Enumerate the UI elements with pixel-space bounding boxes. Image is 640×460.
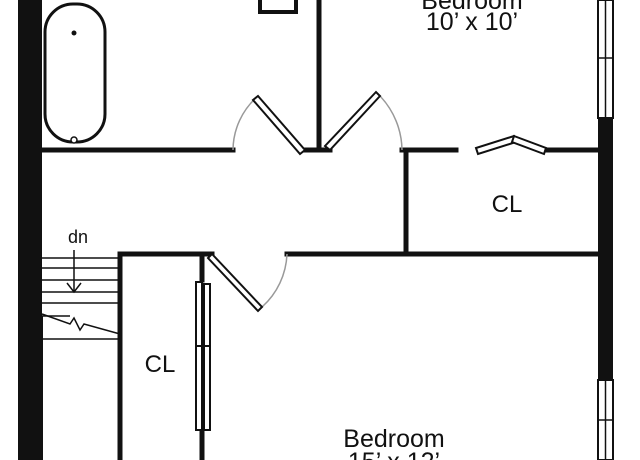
top-partition xyxy=(258,0,321,14)
bottom-bedroom-name: Bedroom xyxy=(343,425,444,453)
bottom-bedroom-dimensions: 15’ x 12’ xyxy=(348,448,440,460)
right-closet-label: CL xyxy=(492,191,523,218)
down-arrow-icon xyxy=(66,282,82,294)
stairs-direction-label: dn xyxy=(68,227,88,247)
bathtub xyxy=(43,2,107,144)
left-exterior-wall xyxy=(18,0,42,460)
left-closet-label: CL xyxy=(145,351,176,378)
drain-icon xyxy=(71,30,77,36)
interior-walls xyxy=(39,0,601,460)
stair-break-line xyxy=(41,313,121,335)
top-bedroom-name: Bedroom xyxy=(421,0,522,15)
bathroom-door xyxy=(232,94,307,156)
bottom-bedroom-door xyxy=(206,252,288,313)
exterior-walls xyxy=(18,0,613,460)
top-bedroom-dimensions: 10’ x 10’ xyxy=(426,8,518,36)
window-right-top xyxy=(597,0,614,119)
staircase xyxy=(41,250,121,460)
closet-bifold-door xyxy=(474,134,548,156)
top-bedroom-door xyxy=(323,90,403,152)
closet-sliding-doors xyxy=(195,281,211,431)
window-right-bottom xyxy=(597,379,614,460)
